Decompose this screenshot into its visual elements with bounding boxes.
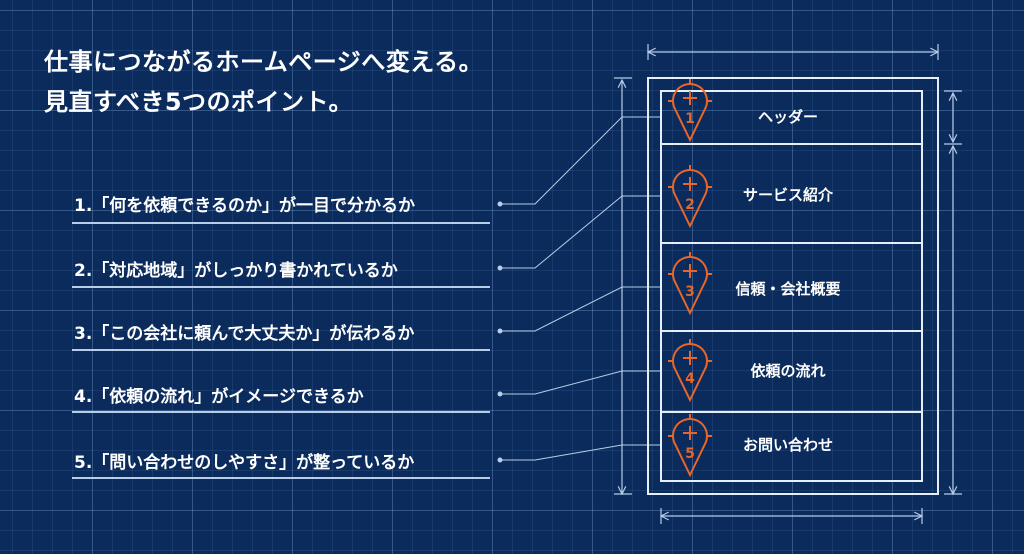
title-line-2: 見直すべき5つのポイント。 [44, 88, 354, 116]
connector-dots [497, 201, 503, 463]
pin-marker-icon: 2 [668, 165, 712, 229]
pin-marker-icon: 3 [668, 252, 712, 316]
title-line-1: 仕事につながるホームページへ変える。 [44, 48, 484, 76]
pin-marker-icon: 4 [668, 339, 712, 403]
point-2: 2.「対応地域」がしっかり書かれているか [74, 261, 398, 281]
section-label-services: サービス紹介 [743, 186, 834, 204]
point-underline [72, 477, 490, 479]
section-label-flow: 依頼の流れ [750, 362, 825, 380]
pin-number: 4 [685, 371, 695, 387]
pin-number: 1 [685, 111, 695, 127]
pin-marker-icon: 1 [668, 79, 712, 143]
pin-number: 3 [685, 284, 695, 300]
page-outline [647, 77, 939, 495]
section-label-trust: 信頼・会社概要 [735, 280, 840, 298]
pin-marker-icon: 5 [668, 414, 712, 478]
point-underline [72, 286, 490, 288]
point-underline [72, 222, 490, 224]
section-label-contact: お問い合わせ [743, 436, 833, 454]
point-5: 5.「問い合わせのしやすさ」が整っているか [74, 453, 415, 473]
point-3: 3.「この会社に頼んで大丈夫か」が伝わるか [74, 324, 415, 344]
point-underline [72, 411, 490, 413]
page-title: 仕事につながるホームページへ変える。 見直すべき5つのポイント。 [44, 42, 483, 122]
content-outline [660, 90, 923, 482]
point-underline [72, 349, 490, 351]
connector-lines [500, 116, 661, 461]
point-1: 1.「何を依頼できるのか」が一目で分かるか [74, 196, 415, 216]
section-label-header: ヘッダー [758, 108, 818, 126]
point-4: 4.「依頼の流れ」がイメージできるか [74, 387, 364, 407]
pin-number: 5 [685, 446, 695, 462]
pin-number: 2 [685, 197, 695, 213]
